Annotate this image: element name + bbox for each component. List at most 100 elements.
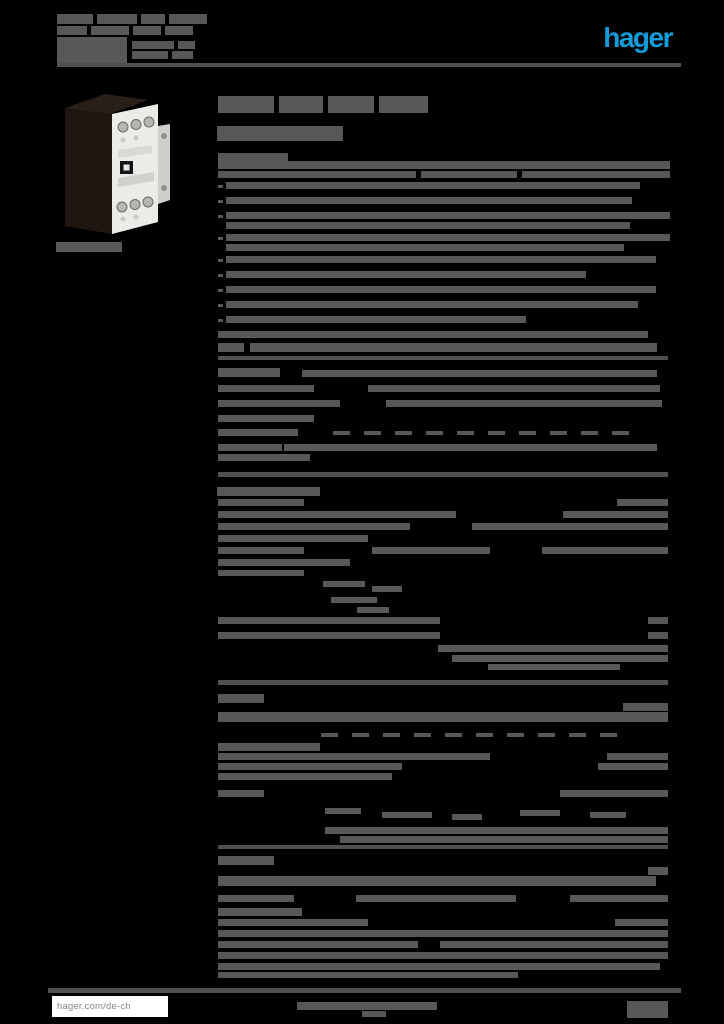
redacted-text-line [325,808,361,814]
redacted-text-line [372,547,490,554]
redacted-text-line [226,301,638,308]
redacted-text-line [218,161,670,169]
redacted-text-line [218,559,350,566]
dashed-leader-segment [395,431,412,435]
dashed-leader-segment [519,431,536,435]
redacted-text-line [226,234,670,241]
redacted-text-line [627,1001,668,1018]
redacted-text-line [133,26,161,35]
redacted-text-line [218,743,320,751]
dashed-leader-segment [321,733,338,737]
redacted-text-line [169,14,207,24]
redacted-text-line [218,952,668,959]
redacted-text-line [218,790,264,797]
redacted-text-line [217,126,343,141]
divider-rule [48,988,681,993]
dashed-leader-segment [426,431,443,435]
redacted-text-line [218,895,294,902]
redacted-text-line [297,1002,437,1010]
redacted-text-line [218,289,223,292]
redacted-text-line [648,617,668,624]
redacted-text-line [648,867,668,875]
redacted-text-line [362,1011,386,1017]
redacted-text-line [522,171,670,178]
redacted-text-line [218,523,410,530]
redacted-text-line [57,37,127,64]
redacted-text-line [218,274,223,277]
redacted-text-line [218,535,368,542]
redacted-text-line [617,499,668,506]
redacted-text-line [141,14,165,24]
redacted-text-line [218,454,310,461]
redacted-text-line [648,632,668,639]
divider-rule [57,63,681,67]
redacted-text-line [178,41,195,49]
redacted-text-line [472,523,668,530]
redacted-text-line [218,96,274,113]
redacted-text-line [440,941,668,948]
redacted-text-line [488,664,620,670]
redacted-text-line [356,895,516,902]
hager-logo: hager [603,22,673,53]
redacted-text-line [218,919,368,926]
redacted-text-line [226,197,632,204]
divider-rule [218,680,668,685]
redacted-text-line [379,96,428,113]
dashed-leader-segment [457,431,474,435]
redacted-text-line [226,222,630,229]
redacted-text-line [57,26,87,35]
redacted-text-line [226,256,656,263]
redacted-text-line [218,773,392,780]
redacted-text-line [357,607,389,613]
redacted-text-line [218,617,440,624]
redacted-text-line [421,171,517,178]
redacted-text-line [218,185,223,188]
redacted-text-line [218,415,314,422]
dashed-leader-segment [476,733,493,737]
redacted-text-line [218,400,340,407]
redacted-text-line [218,368,280,377]
redacted-text-line [226,316,526,323]
redacted-text-line [218,908,302,916]
redacted-text-line [284,444,657,451]
footer-site-link[interactable]: hager.com/de-ch [57,1001,131,1012]
dashed-leader-segment [414,733,431,737]
redacted-text-line [340,836,668,843]
divider-rule [218,845,668,849]
redacted-text-line [323,581,365,587]
redacted-text-line [250,343,657,352]
redacted-text-line [218,259,223,262]
redacted-text-line [172,51,193,59]
redacted-text-line [598,763,668,770]
redacted-text-line [218,385,314,392]
redacted-text-line [328,96,374,113]
redacted-text-line [218,963,660,970]
redacted-text-line [218,712,668,722]
redacted-text-line [218,215,223,218]
dashed-leader-segment [538,733,555,737]
redacted-text-line [218,171,416,178]
redacted-text-line [218,499,304,506]
redacted-text-line [226,244,624,251]
dashed-leader-segment [352,733,369,737]
redacted-text-line [590,812,626,818]
redacted-text-line [218,331,648,338]
redacted-text-line [218,753,490,760]
redacted-text-line [226,286,656,293]
redacted-text-line [218,547,304,554]
redacted-text-line [302,370,657,377]
dashed-leader-segment [364,431,381,435]
redacted-text-line [607,753,668,760]
redacted-text-line [218,941,418,948]
redacted-text-line [218,319,223,322]
contactor-product-photo [65,94,170,234]
redacted-text-line [452,655,668,662]
redacted-text-line [325,827,668,834]
dashed-leader-segment [550,431,567,435]
redacted-text-line [217,487,320,496]
redacted-text-line [331,597,377,603]
redacted-text-line [218,930,668,937]
redacted-text-line [218,570,304,576]
redacted-text-line [563,511,668,518]
